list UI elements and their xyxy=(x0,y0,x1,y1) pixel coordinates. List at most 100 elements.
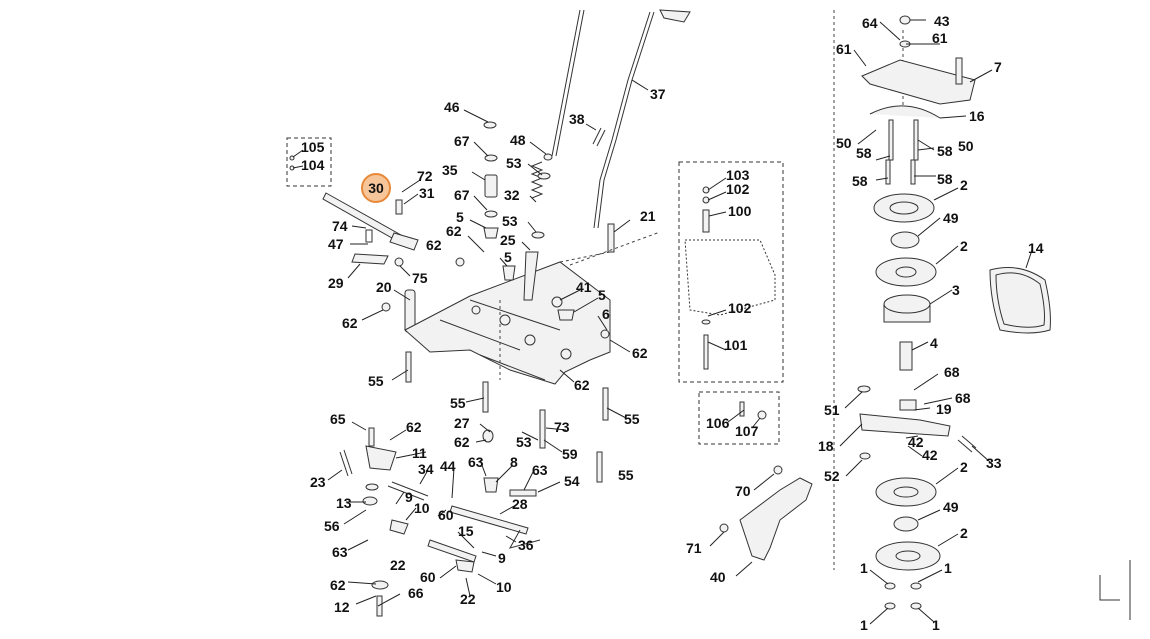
label-49-a[interactable]: 49 xyxy=(943,210,959,226)
label-27[interactable]: 27 xyxy=(454,415,470,431)
label-50-b[interactable]: 50 xyxy=(958,138,974,154)
label-63-c[interactable]: 63 xyxy=(532,462,548,478)
label-18[interactable]: 18 xyxy=(818,438,834,454)
label-32[interactable]: 32 xyxy=(504,187,520,203)
label-41[interactable]: 41 xyxy=(576,279,592,295)
label-56[interactable]: 56 xyxy=(324,518,340,534)
label-102-b[interactable]: 102 xyxy=(728,300,752,316)
label-62-f[interactable]: 62 xyxy=(406,419,422,435)
label-53-a[interactable]: 53 xyxy=(506,155,522,171)
label-62-h[interactable]: 62 xyxy=(454,434,470,450)
label-5-a[interactable]: 5 xyxy=(456,209,464,225)
label-101[interactable]: 101 xyxy=(724,337,748,353)
label-55-d[interactable]: 55 xyxy=(618,467,634,483)
label-60-a[interactable]: 60 xyxy=(438,507,454,523)
label-50-a[interactable]: 50 xyxy=(836,135,852,151)
label-12[interactable]: 12 xyxy=(334,599,350,615)
label-30[interactable]: 30 xyxy=(368,180,384,196)
label-9-a[interactable]: 9 xyxy=(405,489,413,505)
label-1-d[interactable]: 1 xyxy=(932,617,940,633)
label-5-b[interactable]: 5 xyxy=(504,249,512,265)
label-64[interactable]: 64 xyxy=(862,15,878,31)
label-70[interactable]: 70 xyxy=(735,483,751,499)
label-2-b[interactable]: 2 xyxy=(960,238,968,254)
label-62-d[interactable]: 62 xyxy=(632,345,648,361)
label-53-c[interactable]: 53 xyxy=(516,434,532,450)
label-13[interactable]: 13 xyxy=(336,495,352,511)
label-1-c[interactable]: 1 xyxy=(860,617,868,633)
label-20[interactable]: 20 xyxy=(376,279,392,295)
label-7[interactable]: 7 xyxy=(994,59,1002,75)
label-42-b[interactable]: 42 xyxy=(922,447,938,463)
label-65[interactable]: 65 xyxy=(330,411,346,427)
label-67-b[interactable]: 67 xyxy=(454,187,470,203)
label-14[interactable]: 14 xyxy=(1028,240,1044,256)
label-40[interactable]: 40 xyxy=(710,569,726,585)
label-36[interactable]: 36 xyxy=(518,537,534,553)
selected-part-highlight[interactable] xyxy=(361,173,391,203)
label-54[interactable]: 54 xyxy=(564,473,580,489)
label-106[interactable]: 106 xyxy=(706,415,730,431)
label-63-b[interactable]: 63 xyxy=(468,454,484,470)
label-42-a[interactable]: 42 xyxy=(908,434,924,450)
label-8[interactable]: 8 xyxy=(510,454,518,470)
label-62-c[interactable]: 62 xyxy=(426,237,442,253)
label-67-a[interactable]: 67 xyxy=(454,133,470,149)
label-37[interactable]: 37 xyxy=(650,86,666,102)
label-2-d[interactable]: 2 xyxy=(960,525,968,541)
label-53-b[interactable]: 53 xyxy=(502,213,518,229)
label-61-b[interactable]: 61 xyxy=(836,41,852,57)
label-19[interactable]: 19 xyxy=(936,401,952,417)
label-33[interactable]: 33 xyxy=(986,455,1002,471)
label-74[interactable]: 74 xyxy=(332,218,348,234)
label-1-b[interactable]: 1 xyxy=(944,560,952,576)
label-73[interactable]: 73 xyxy=(554,419,570,435)
label-10-a[interactable]: 10 xyxy=(414,500,430,516)
label-55-b[interactable]: 55 xyxy=(450,395,466,411)
label-58-a[interactable]: 58 xyxy=(856,145,872,161)
label-2-a[interactable]: 2 xyxy=(960,177,968,193)
label-75[interactable]: 75 xyxy=(412,270,428,286)
label-10-b[interactable]: 10 xyxy=(496,579,512,595)
label-71[interactable]: 71 xyxy=(686,540,702,556)
label-43[interactable]: 43 xyxy=(934,13,950,29)
label-16[interactable]: 16 xyxy=(969,108,985,124)
label-25[interactable]: 25 xyxy=(500,232,516,248)
label-63-a[interactable]: 63 xyxy=(332,544,348,560)
label-55-a[interactable]: 55 xyxy=(368,373,384,389)
label-38[interactable]: 38 xyxy=(569,111,585,127)
label-1-a[interactable]: 1 xyxy=(860,560,868,576)
label-9-b[interactable]: 9 xyxy=(498,550,506,566)
label-48[interactable]: 48 xyxy=(510,132,526,148)
label-59[interactable]: 59 xyxy=(562,446,578,462)
label-58-c[interactable]: 58 xyxy=(852,173,868,189)
label-5-c[interactable]: 5 xyxy=(598,287,606,303)
label-35[interactable]: 35 xyxy=(442,162,458,178)
label-4[interactable]: 4 xyxy=(930,335,938,351)
label-11[interactable]: 11 xyxy=(412,445,427,461)
label-62-g[interactable]: 62 xyxy=(330,577,346,593)
label-46[interactable]: 46 xyxy=(444,99,460,115)
label-55-c[interactable]: 55 xyxy=(624,411,640,427)
label-31[interactable]: 31 xyxy=(419,185,435,201)
label-105[interactable]: 105 xyxy=(301,139,325,155)
label-58-b[interactable]: 58 xyxy=(937,143,953,159)
selected-part-callout[interactable]: 30 xyxy=(361,173,391,203)
label-3[interactable]: 3 xyxy=(952,282,960,298)
label-15[interactable]: 15 xyxy=(458,523,474,539)
label-72[interactable]: 72 xyxy=(417,168,433,184)
label-21[interactable]: 21 xyxy=(640,208,656,224)
label-29[interactable]: 29 xyxy=(328,275,344,291)
label-51[interactable]: 51 xyxy=(824,402,840,418)
label-100[interactable]: 100 xyxy=(728,203,752,219)
label-60-b[interactable]: 60 xyxy=(420,569,436,585)
label-58-d[interactable]: 58 xyxy=(937,171,953,187)
label-6[interactable]: 6 xyxy=(602,306,610,322)
label-22-a[interactable]: 22 xyxy=(390,557,406,573)
label-2-c[interactable]: 2 xyxy=(960,459,968,475)
label-47[interactable]: 47 xyxy=(328,236,344,252)
label-66[interactable]: 66 xyxy=(408,585,424,601)
label-34[interactable]: 34 xyxy=(418,461,434,477)
label-61-a[interactable]: 61 xyxy=(932,30,948,46)
label-62-b[interactable]: 62 xyxy=(446,223,462,239)
